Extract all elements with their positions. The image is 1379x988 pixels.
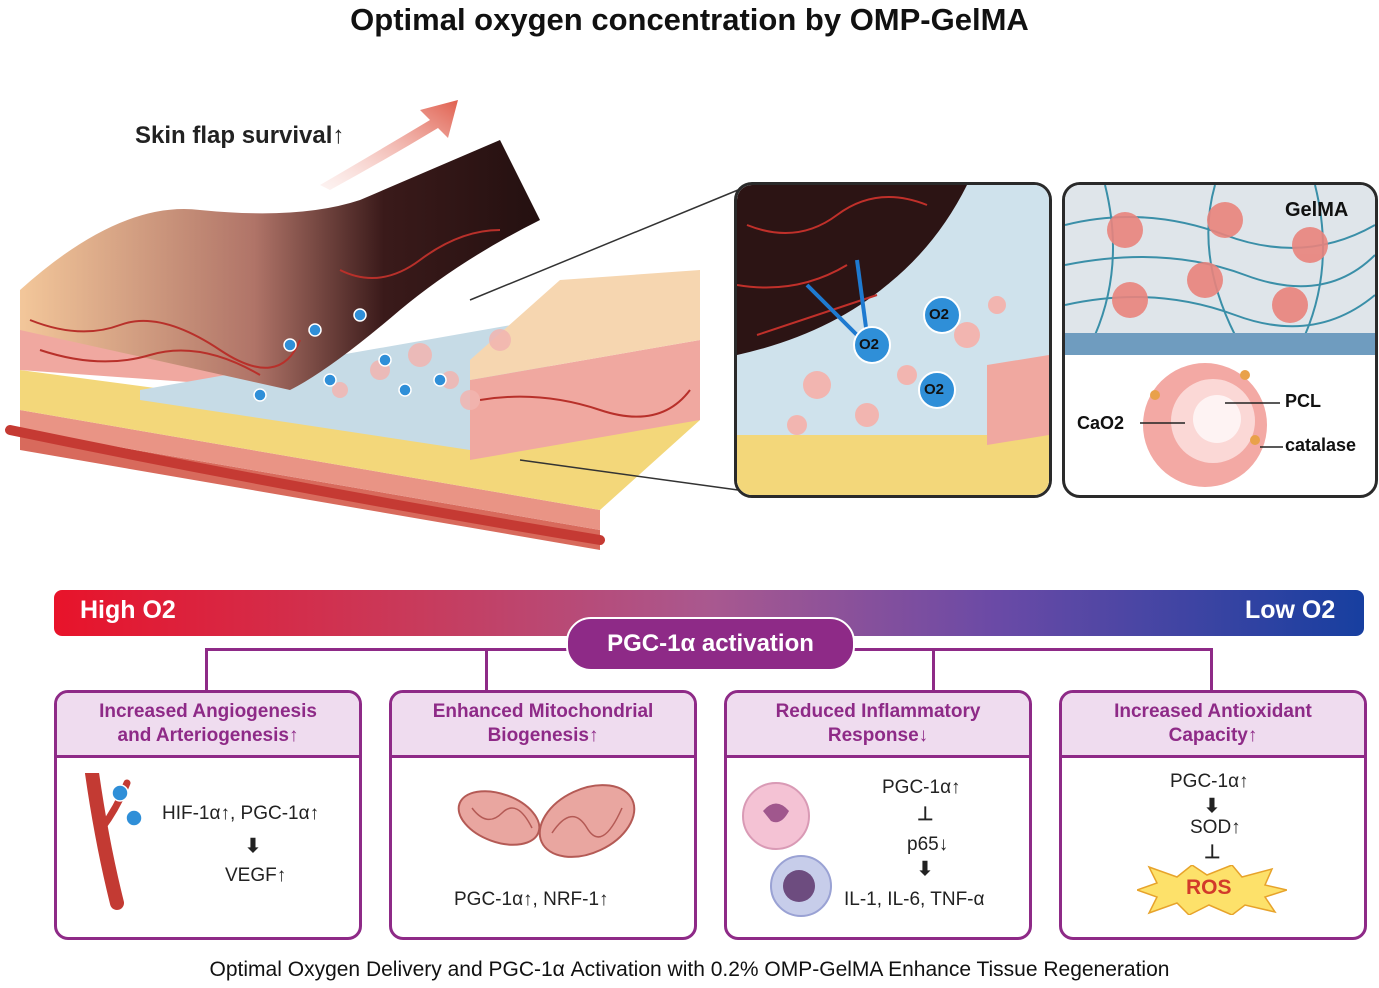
skin-flap-label: Skin flap survival↑ [135, 122, 345, 149]
catalase-label: catalase [1285, 435, 1357, 455]
card-line: VEGF↑ [225, 865, 287, 886]
inhibit-icon: ⊥ [917, 804, 934, 825]
angiogenesis-card: Increased Angiogenesis and Arteriogenesi… [54, 690, 362, 940]
down-arrow-icon: ⬇ [917, 859, 933, 880]
down-arrow-icon: ⬇ [245, 836, 261, 857]
card-line: PGC-1α↑ [1170, 771, 1249, 792]
connector-line [485, 648, 488, 692]
page-title: Optimal oxygen concentration by OMP-GelM… [350, 2, 1029, 37]
o2-label: O2 [924, 381, 945, 398]
down-arrow-icon: ⬇ [1204, 796, 1220, 817]
card-title: Biogenesis↑ [487, 725, 599, 746]
mitochondria-icon [457, 784, 636, 858]
o2-molecule-icon [853, 326, 891, 364]
blood-vessel-icon [85, 773, 142, 910]
card-title: and Arteriogenesis↑ [117, 725, 299, 746]
high-o2-label: High O2 [80, 596, 176, 624]
card-title: Increased Angiogenesis [99, 701, 317, 722]
card-title: Reduced Inflammatory [775, 701, 981, 722]
pgc-activation-pill: PGC-1α activation [566, 617, 855, 671]
o2-label: O2 [859, 336, 880, 353]
card-header: Increased Angiogenesis and Arteriogenesi… [57, 693, 359, 758]
connector-line [205, 648, 208, 692]
antioxidant-card: Increased Antioxidant Capacity↑ PGC-1α↑ … [1059, 690, 1367, 940]
gelma-illustration [1065, 185, 1375, 487]
ros-label: ROS [1186, 876, 1232, 899]
card-line: HIF-1α↑, PGC-1α↑ [162, 803, 320, 824]
card-line: SOD↑ [1190, 817, 1241, 838]
card-line: PGC-1α↑ [882, 777, 961, 798]
gelma-panel: GelMA PCL CaO2 catalase [1062, 182, 1378, 498]
inhibit-icon: ⊥ [1204, 842, 1221, 863]
card-title: Enhanced Mitochondrial [432, 701, 654, 722]
hydrogel-bed [140, 320, 560, 450]
skin-flap [20, 140, 540, 390]
card-line: p65↓ [907, 834, 949, 855]
inflammatory-card: Reduced Inflammatory Response↓ PGC-1α↑ ⊥… [724, 690, 1032, 940]
connector-line [932, 648, 935, 692]
card-title: Capacity↑ [1168, 725, 1258, 746]
mitochondria-card: Enhanced Mitochondrial Biogenesis↑ PGC-1… [389, 690, 697, 940]
connector-line [1210, 648, 1213, 692]
survival-arrow-icon [320, 100, 458, 190]
pcl-label: PCL [1285, 391, 1321, 411]
card-line: IL-1, IL-6, TNF-α [844, 889, 985, 910]
immune-cells-icon [742, 782, 832, 917]
gelma-label: GelMA [1285, 199, 1349, 221]
card-title: Response↓ [827, 725, 929, 746]
o2-label: O2 [929, 306, 950, 323]
zoom-panel: O2 O2 O2 [734, 182, 1052, 498]
skin-flap-illustration [5, 100, 739, 550]
ros-burst-icon [1137, 865, 1287, 915]
card-header: Increased Antioxidant Capacity↑ [1062, 693, 1364, 758]
cao2-label: CaO2 [1077, 413, 1125, 433]
card-header: Reduced Inflammatory Response↓ [727, 693, 1029, 758]
card-header: Enhanced Mitochondrial Biogenesis↑ [392, 693, 694, 758]
card-title: Increased Antioxidant [1114, 701, 1312, 722]
caption: Optimal Oxygen Delivery and PGC-1α Activ… [209, 958, 1170, 981]
low-o2-label: Low O2 [1245, 596, 1336, 624]
card-line: PGC-1α↑, NRF-1↑ [454, 889, 609, 910]
zoom-illustration [737, 185, 1049, 495]
